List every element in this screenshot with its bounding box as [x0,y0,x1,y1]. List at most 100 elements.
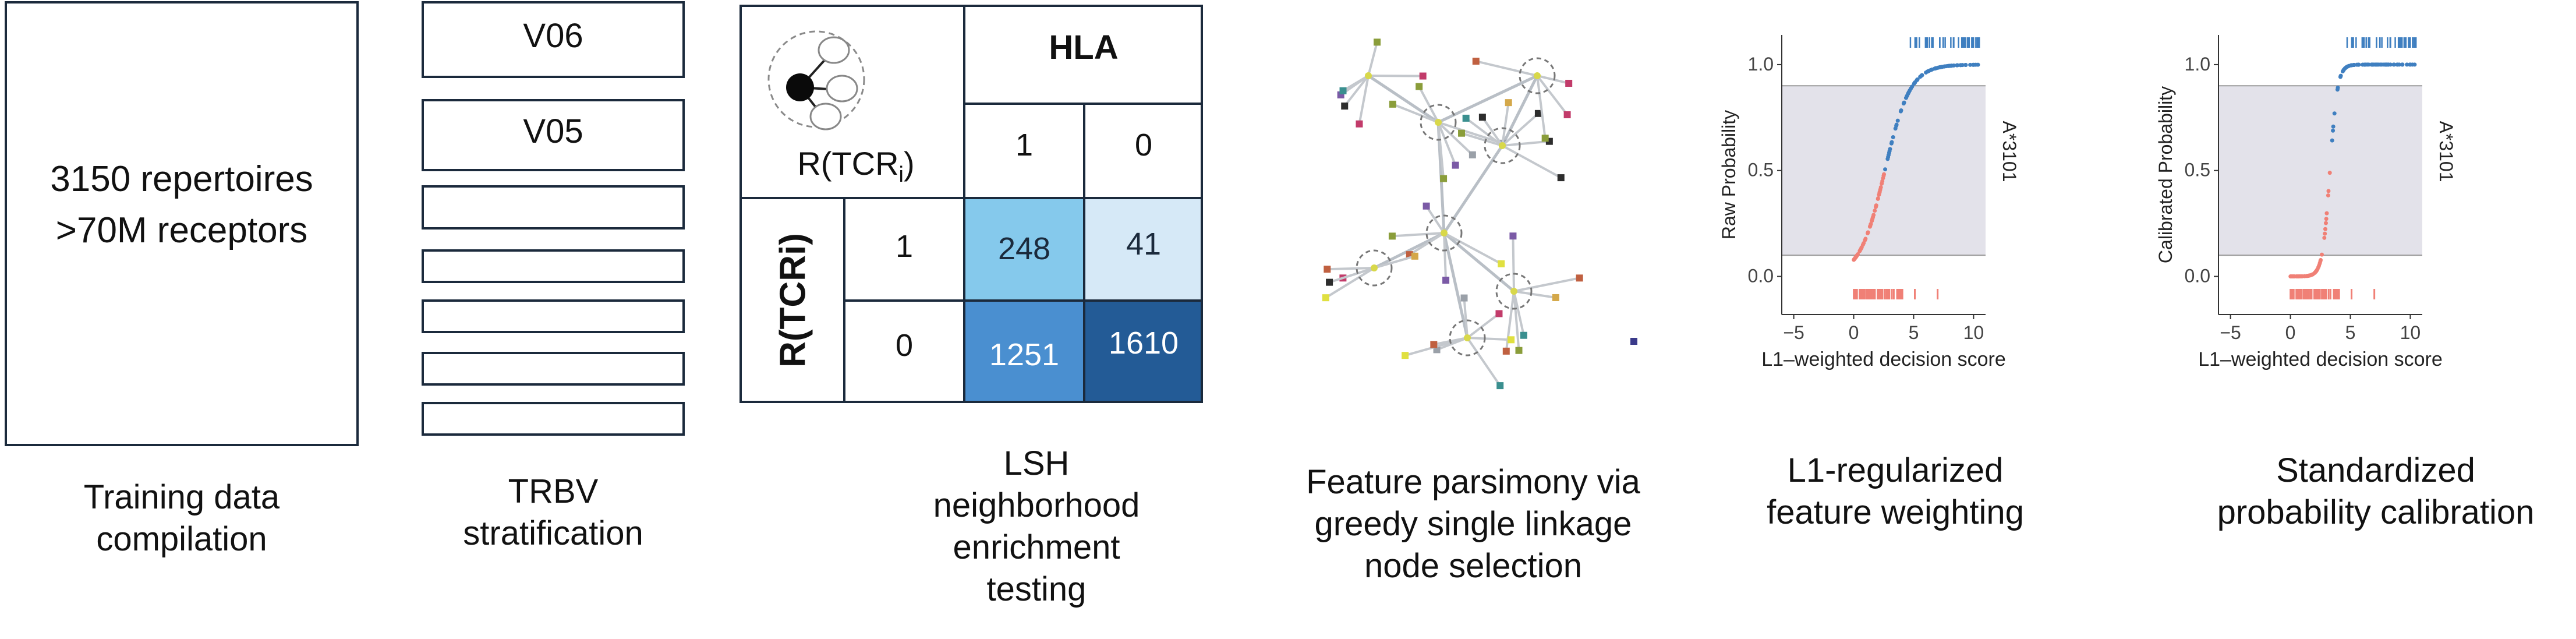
cell-value-1-1: 248 [997,231,1051,266]
tree-leaf [1326,278,1333,286]
tree-branch [1418,86,1439,123]
tree-branch [1467,337,1512,341]
probability-point [2310,272,2315,277]
tree-leaf [1502,347,1510,355]
y-tick-label: 1.0 [2185,54,2210,75]
tree-branch [1443,232,1448,281]
probability-point [1938,65,1942,69]
tree-branch [1343,75,1370,107]
training-data-text: 3150 repertoires >70M receptors [7,154,356,256]
probability-point [1873,209,1877,213]
tree-branch [1481,116,1503,147]
tree-leaf [1478,114,1486,121]
tree-node [1441,230,1448,236]
tree-leaf [1416,83,1423,90]
probability-point [2343,65,2348,70]
x-tick-label: −5 [1783,322,1804,343]
probability-point [2324,217,2329,221]
tree-leaf [1469,151,1476,158]
tree-leaf [1509,232,1517,240]
probability-point [2317,261,2322,266]
y-tick-label: 0.0 [2185,266,2210,287]
tree-edge [1501,75,1539,147]
calibrated-plot-caption: Standardized probability calibration [2217,451,2535,531]
x-tick-label: 5 [1909,322,1919,343]
tree-branch [1374,255,1416,269]
tree-branch [1425,205,1445,234]
tree-leaf [1508,336,1515,344]
probability-point [2324,211,2329,216]
tree-branch [1465,117,1503,147]
probability-point [1927,69,1931,73]
tree-leaf [1452,161,1459,169]
tree-leaf [1552,294,1559,301]
probability-point [1894,122,1899,127]
probability-point [1873,204,1878,209]
selected-node-circle [1519,57,1556,94]
tree-branch [1466,337,1501,387]
x-tick-label: 5 [2345,322,2356,343]
receptor-count-label: >70M receptors [55,210,308,250]
tree-leaf [1565,79,1573,87]
y-axis-label: Calibrated Probability [2155,86,2176,263]
y-tick-label: 0.0 [1748,266,1774,287]
tree-leaf [1341,103,1349,110]
probability-point [2323,221,2328,225]
probability-point [1866,231,1870,235]
tree-branch [1342,75,1370,92]
probability-point [1909,86,1913,91]
probability-point [2315,267,2320,271]
tree-branch [1501,112,1540,147]
probability-point [1891,135,1895,139]
probability-point [2410,62,2415,67]
tree-leaf [1557,174,1565,182]
probability-point [2327,171,2332,175]
tree-node [1365,72,1372,79]
tree-branch [1466,312,1500,339]
y-tick-label: 1.0 [1748,54,1774,75]
selected-node-circle [1449,319,1486,356]
probability-point [2326,189,2331,193]
icon-label: R(TCRi) [797,145,915,188]
probability-point [2391,62,2396,67]
tree-node [1510,288,1517,295]
trbv-label-v06: V06 [523,17,583,55]
tree-branch [1409,232,1445,256]
probability-point [1886,153,1891,157]
x-tick-label: −5 [2220,322,2241,343]
tree-branch [1437,122,1457,166]
probability-point [2330,138,2334,143]
cell-0-1 [964,301,1084,403]
tree-branch [1437,122,1445,179]
lsh-table-grid [739,5,1203,403]
y-tick-label: 0.5 [1748,160,1774,181]
probability-point [2323,231,2327,236]
side-label: A*3101 [2436,121,2457,182]
trbv-box [422,352,685,386]
tree-branch [1438,121,1503,144]
probability-point [1876,196,1880,200]
tree-leaf [1496,382,1504,390]
probability-point [1878,185,1883,189]
probability-point [1870,216,1875,221]
lsh-table: R(TCRi) HLA 1 0 1 0 248 41 1251 1610 R(T… [739,5,1203,403]
tree-node [1464,334,1471,341]
probability-point [1885,157,1890,161]
probability-point [1973,62,1978,67]
tree-leaf [1472,58,1480,65]
feature-tree-diagram [1322,38,1637,390]
probability-point [2320,252,2324,257]
trbv-box [422,402,685,436]
tree-leaf [1515,347,1523,354]
tree-branch [1513,291,1520,351]
probability-point [1859,246,1863,251]
y-axis-label: Raw Probability [1718,110,1739,239]
probability-point [2323,227,2327,231]
probability-band [2218,86,2422,256]
tree-leaf [1534,110,1542,117]
probability-point [2366,62,2371,67]
training-data-box: 3150 repertoires >70M receptors [5,1,359,446]
tree-leaf [1505,99,1512,107]
probability-point [2290,274,2295,279]
